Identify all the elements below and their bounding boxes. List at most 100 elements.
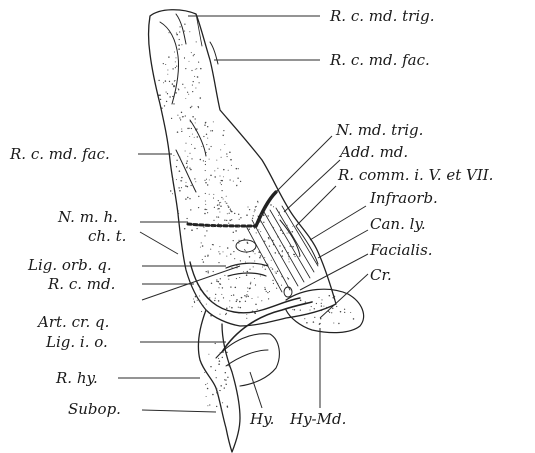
stipple-texture bbox=[158, 24, 354, 411]
stipple-dot bbox=[331, 312, 332, 313]
stipple-dot bbox=[253, 311, 254, 312]
stipple-dot bbox=[250, 282, 251, 283]
stipple-dot bbox=[196, 68, 197, 69]
stipple-dot bbox=[247, 206, 248, 207]
stipple-dot bbox=[166, 101, 167, 102]
stipple-dot bbox=[292, 231, 294, 233]
stipple-dot bbox=[217, 205, 218, 206]
stipple-dot bbox=[200, 289, 201, 290]
stipple-dot bbox=[255, 313, 256, 314]
stipple-dot bbox=[176, 65, 177, 66]
stipple-dot bbox=[275, 271, 276, 272]
stipple-dot bbox=[172, 178, 173, 179]
stipple-dot bbox=[213, 271, 214, 272]
stipple-dot bbox=[259, 257, 260, 258]
stipple-dot bbox=[235, 230, 237, 232]
stipple-dot bbox=[230, 209, 231, 210]
stipple-dot bbox=[262, 265, 263, 266]
stipple-dot bbox=[195, 69, 196, 70]
stipple-dot bbox=[164, 105, 165, 106]
stipple-dot bbox=[227, 406, 228, 407]
stipple-dot bbox=[178, 44, 180, 46]
stipple-dot bbox=[231, 307, 233, 309]
stipple-dot bbox=[256, 232, 257, 233]
stipple-dot bbox=[259, 221, 260, 222]
stipple-dot bbox=[255, 304, 256, 305]
stipple-dot bbox=[334, 300, 335, 301]
stipple-dot bbox=[225, 314, 226, 315]
stipple-dot bbox=[219, 246, 220, 247]
stipple-dot bbox=[231, 165, 232, 166]
stipple-dot bbox=[249, 269, 250, 270]
stipple-dot bbox=[255, 242, 256, 243]
stipple-dot bbox=[174, 85, 176, 87]
stipple-dot bbox=[193, 55, 194, 56]
stipple-dot bbox=[190, 209, 191, 210]
stipple-dot bbox=[257, 309, 258, 310]
stipple-dot bbox=[195, 181, 196, 182]
stipple-dot bbox=[221, 409, 223, 411]
stipple-dot bbox=[221, 157, 222, 158]
leader-facialis bbox=[300, 254, 368, 290]
stipple-dot bbox=[187, 166, 188, 167]
stipple-dot bbox=[220, 284, 221, 285]
stipple-dot bbox=[287, 252, 288, 253]
stipple-dot bbox=[239, 313, 240, 314]
stipple-dot bbox=[175, 92, 177, 94]
stipple-dot bbox=[350, 312, 351, 313]
stipple-dot bbox=[218, 358, 219, 359]
stipple-dot bbox=[225, 372, 226, 373]
label-lig-i-o: Lig. i. o. bbox=[45, 333, 108, 351]
stipple-dot bbox=[254, 227, 256, 229]
stipple-dot bbox=[238, 307, 239, 308]
stipple-dot bbox=[314, 317, 315, 318]
stipple-dot bbox=[210, 249, 211, 250]
stipple-dot bbox=[284, 247, 286, 249]
stipple-dot bbox=[165, 64, 166, 65]
stipple-dot bbox=[186, 167, 187, 168]
stipple-dot bbox=[198, 82, 199, 83]
stipple-dot bbox=[200, 247, 201, 248]
stipple-dot bbox=[230, 159, 232, 161]
stipple-dot bbox=[206, 230, 207, 231]
stipple-dot bbox=[287, 225, 288, 226]
stipple-dot bbox=[306, 322, 308, 324]
stipple-dot bbox=[210, 366, 211, 367]
stipple-dot bbox=[223, 297, 224, 298]
stipple-dot bbox=[229, 366, 230, 367]
stipple-dot bbox=[247, 287, 248, 288]
stipple-dot bbox=[295, 256, 296, 257]
stipple-dot bbox=[205, 256, 206, 257]
stipple-dot bbox=[222, 287, 223, 288]
stipple-dot bbox=[172, 68, 173, 69]
label-facialis: Facialis. bbox=[369, 241, 433, 259]
stipple-dot bbox=[229, 300, 230, 301]
stipple-dot bbox=[192, 85, 193, 86]
leader-can-ly bbox=[318, 230, 368, 258]
stipple-dot bbox=[207, 255, 208, 256]
stipple-dot bbox=[197, 300, 198, 301]
stipple-dot bbox=[271, 260, 272, 261]
stipple-dot bbox=[240, 217, 241, 218]
stipple-dot bbox=[253, 215, 254, 216]
stipple-dot bbox=[240, 307, 241, 308]
stipple-dot bbox=[269, 291, 270, 292]
stipple-dot bbox=[161, 108, 162, 109]
stipple-dot bbox=[273, 283, 274, 284]
stipple-dot bbox=[189, 61, 190, 62]
stipple-dot bbox=[199, 300, 201, 302]
stipple-dot bbox=[247, 296, 248, 297]
stipple-dot bbox=[231, 295, 232, 296]
stipple-dot bbox=[215, 294, 216, 295]
stipple-dot bbox=[196, 41, 197, 42]
stipple-dot bbox=[218, 208, 220, 210]
stipple-dot bbox=[213, 220, 214, 221]
stipple-dot bbox=[254, 260, 255, 261]
stipple-dot bbox=[326, 307, 327, 308]
stipple-dot bbox=[288, 278, 290, 280]
label-r-c-md: R. c. md. bbox=[47, 275, 115, 293]
stipple-dot bbox=[176, 34, 178, 36]
stipple-dot bbox=[205, 384, 206, 385]
stipple-dot bbox=[187, 156, 188, 157]
stipple-dot bbox=[227, 365, 228, 366]
